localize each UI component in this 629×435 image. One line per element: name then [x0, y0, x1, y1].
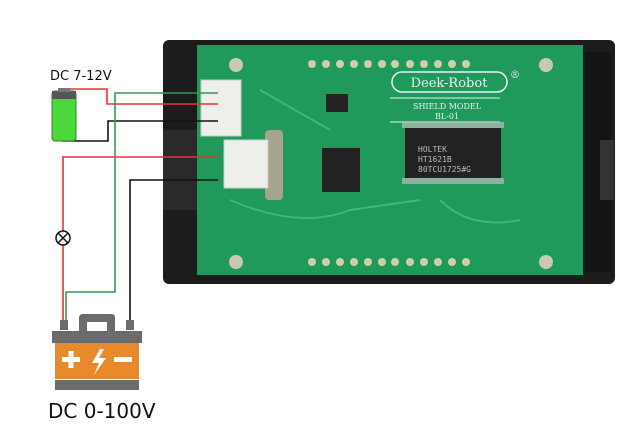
chip-part: HT1621B	[418, 155, 452, 164]
screw-bottom-left	[229, 255, 243, 269]
screw-top-right	[539, 58, 553, 72]
screw-top-left	[229, 58, 243, 72]
chip-maker: HOLTEK	[418, 145, 447, 154]
holtek-chip: HOLTEK HT1621B 80TCU1725#G	[402, 122, 504, 184]
measure-connector[interactable]	[223, 139, 269, 189]
power-connector[interactable]	[200, 79, 242, 137]
crystal	[265, 130, 283, 200]
registered-mark: ®	[510, 70, 520, 81]
wire-measure-positive	[62, 156, 218, 320]
wire-supply-negative	[62, 120, 218, 142]
small-chip	[322, 148, 360, 192]
wire-signal	[65, 92, 218, 320]
car-battery-icon	[52, 314, 142, 390]
header-pins-top	[308, 60, 470, 68]
battery-cell-icon	[51, 88, 77, 142]
header-pins-bottom	[308, 258, 470, 266]
wires	[62, 88, 218, 320]
pcb-board: Deek-Robot ® SHIELD MODEL BL-01 HOLTEK H…	[197, 45, 583, 275]
transistor	[326, 94, 348, 112]
supply-voltage-label: DC 7-12V	[50, 69, 112, 84]
screw-bottom-right	[539, 255, 553, 269]
brand-logo: Deek-Robot	[411, 76, 489, 91]
measured-voltage-label: DC 0-100V	[48, 399, 156, 423]
chip-code: 80TCU1725#G	[418, 165, 471, 174]
brand-logo-frame	[391, 71, 508, 93]
lamp-icon	[55, 230, 71, 246]
model-label: SHIELD MODEL	[413, 102, 482, 111]
model-number: BL-01	[435, 112, 459, 121]
wire-supply-positive	[62, 88, 218, 105]
wire-measure-negative	[129, 179, 218, 320]
